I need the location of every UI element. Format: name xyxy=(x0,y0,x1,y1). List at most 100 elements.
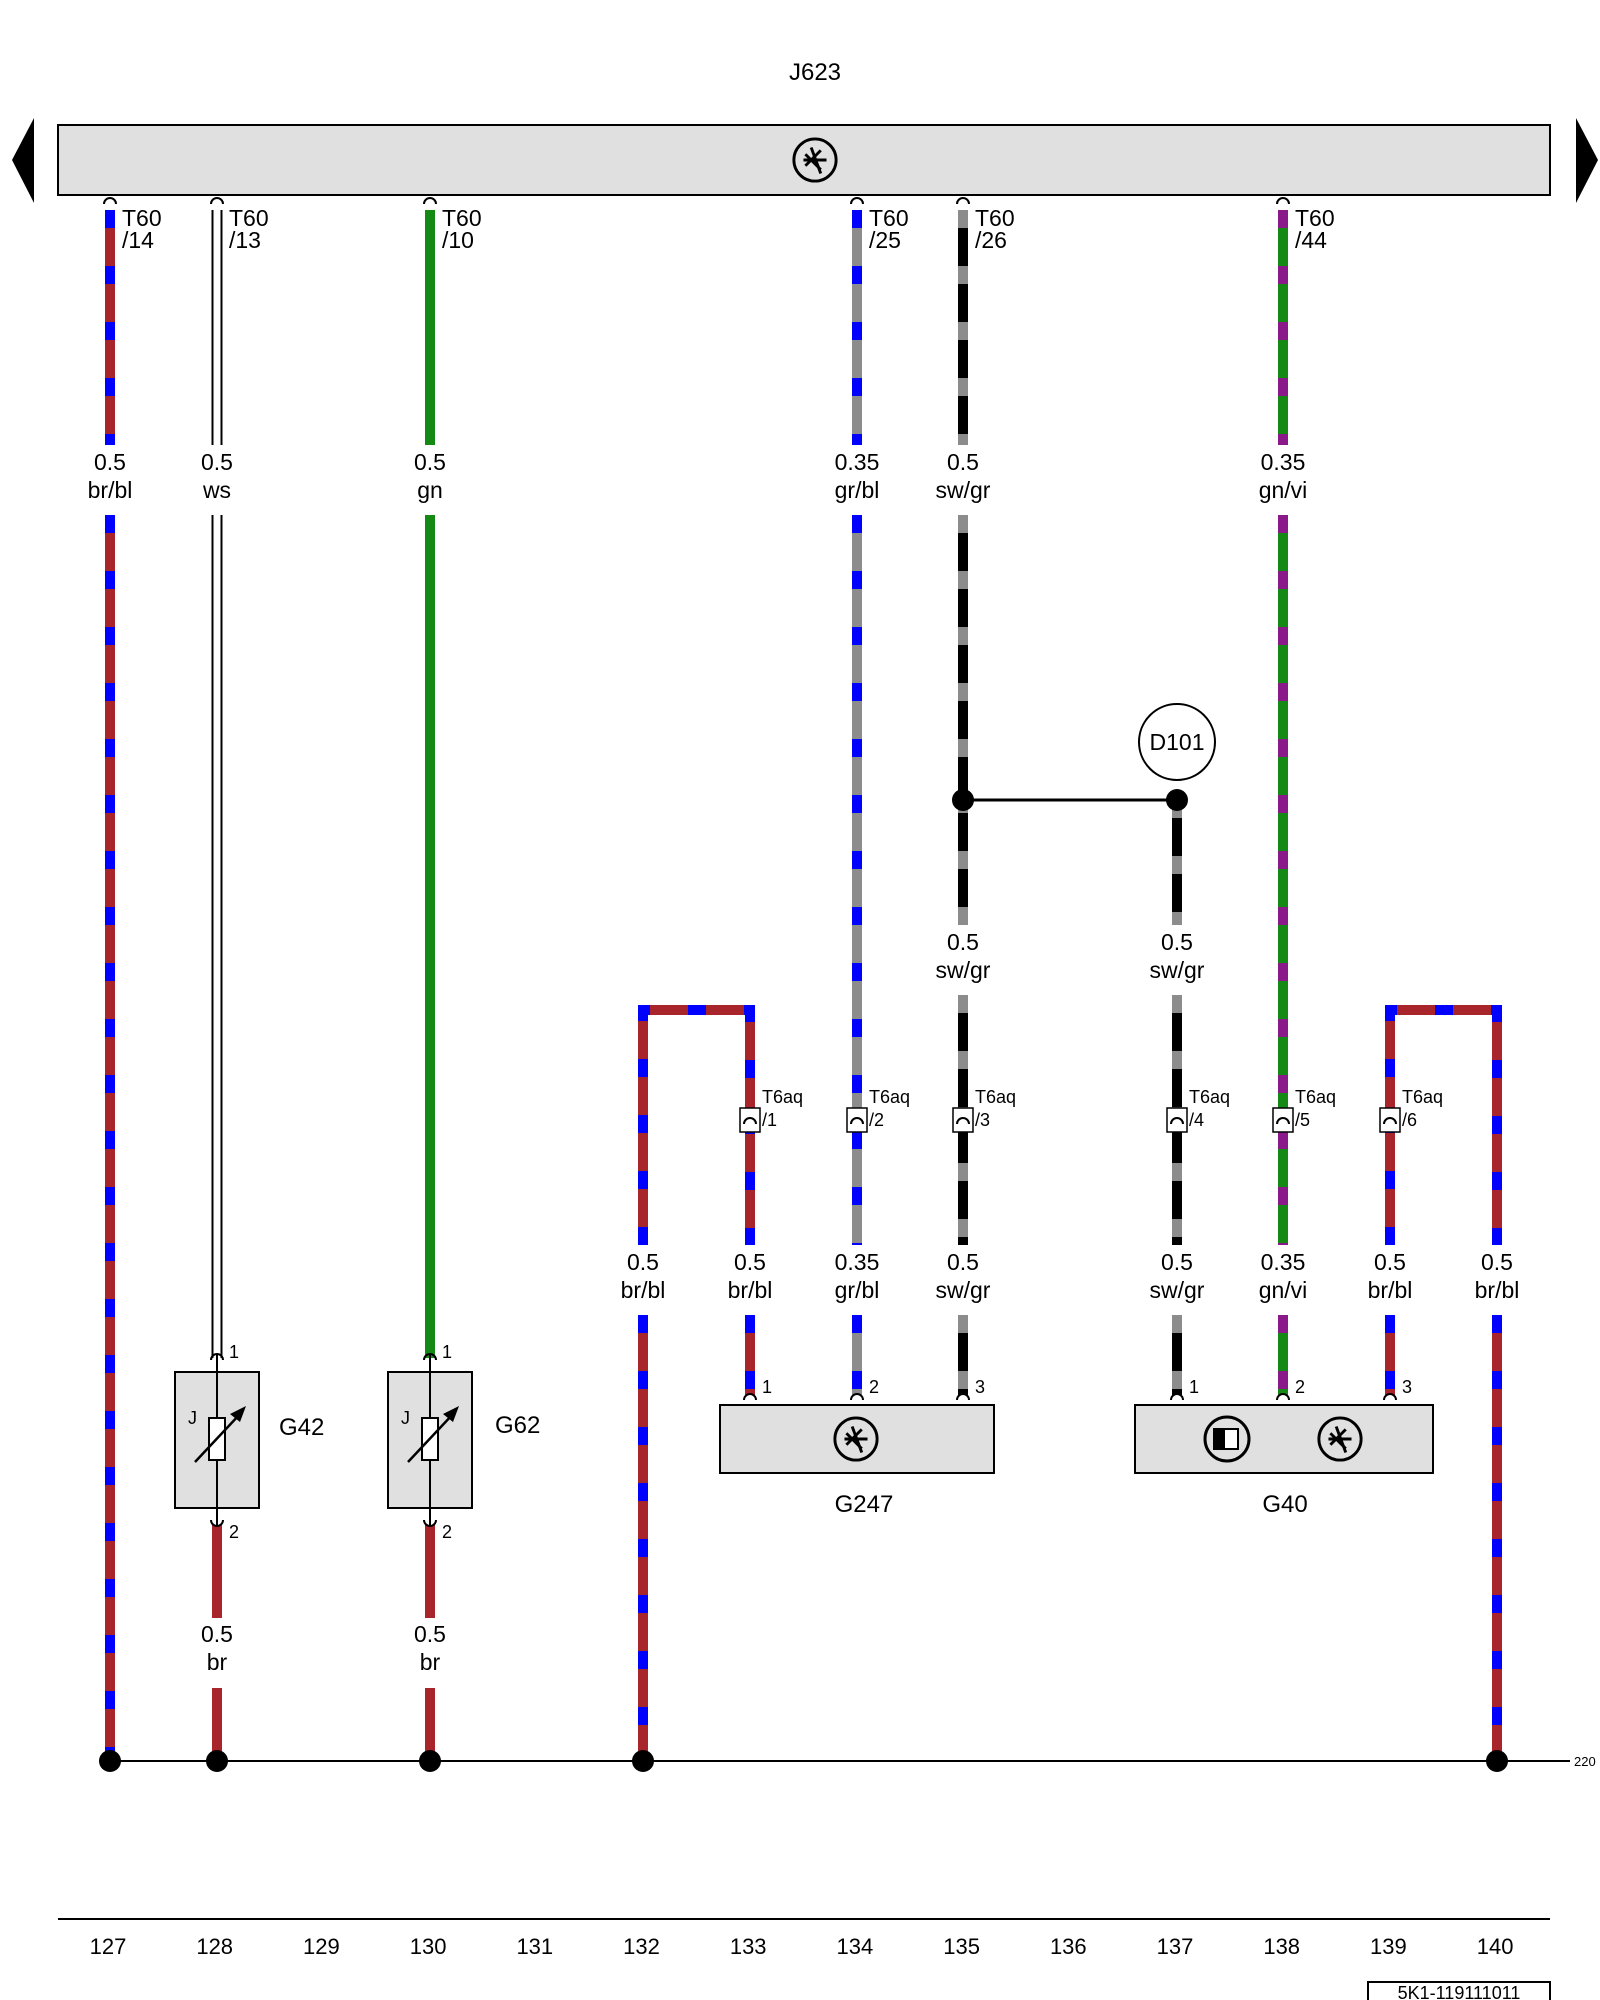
sensor-g62: J 1 2 G62 xyxy=(387,1342,540,1542)
wire-size: 0.5 xyxy=(1374,1249,1406,1275)
d101-label: D101 xyxy=(1150,729,1205,755)
ground-ref: 220 xyxy=(1574,1754,1596,1769)
ecu-pin-10-number: /10 xyxy=(442,227,474,253)
footer-column-number: 137 xyxy=(1157,1934,1194,1959)
ecu-pin-26: T60 /26 xyxy=(956,197,1015,253)
ecu-pin-13-connector: T60 xyxy=(229,205,269,231)
wire-size: 0.5 xyxy=(414,1621,446,1647)
t6aq-pin-6: T6aq /6 xyxy=(1379,1087,1443,1133)
wire-color: ws xyxy=(202,477,231,503)
ecu-pin-14-number: /14 xyxy=(122,227,154,253)
g40-pin: 3 xyxy=(1402,1377,1412,1397)
ecu-pin-13: T60 /13 xyxy=(210,197,269,253)
t6aq-pin-4: T6aq /4 xyxy=(1166,1087,1230,1133)
g42-pin-bottom: 2 xyxy=(229,1522,239,1542)
drawing-code: 5K1-119111011 xyxy=(1398,1983,1521,2000)
wire-size: 0.5 xyxy=(627,1249,659,1275)
wire-color: br xyxy=(420,1649,441,1675)
footer-column-number: 136 xyxy=(1050,1934,1087,1959)
wire-labels-mid: 0.5 sw/gr 0.5 sw/gr xyxy=(936,929,1205,983)
wire-color: sw/gr xyxy=(936,957,991,983)
g40-label: G40 xyxy=(1262,1491,1307,1518)
ecu-pin-14: T60 /14 xyxy=(103,197,162,253)
drawing-code-box xyxy=(1367,1981,1551,2000)
footer-column-number: 131 xyxy=(516,1934,553,1959)
footer-column-number: 128 xyxy=(196,1934,233,1959)
ground-dot xyxy=(419,1750,441,1772)
wire-color: sw/gr xyxy=(936,1277,991,1303)
g42-pin-top: 1 xyxy=(229,1342,239,1362)
ecu-title: J623 xyxy=(789,59,841,86)
arrow-left-icon xyxy=(12,118,34,203)
arrow-icon xyxy=(443,1406,459,1422)
g247-pin: 2 xyxy=(869,1377,879,1397)
ground-dot xyxy=(632,1750,654,1772)
wire-size: 0.35 xyxy=(1261,449,1306,475)
wire-color: sw/gr xyxy=(1150,1277,1205,1303)
ground-dot xyxy=(206,1750,228,1772)
footer-column-number: 138 xyxy=(1263,1934,1300,1959)
footer-column-number: 127 xyxy=(90,1934,127,1959)
wire-color: gr/bl xyxy=(835,477,880,503)
wire-color: gn xyxy=(417,477,443,503)
sensor-g42: J 1 2 G42 xyxy=(174,1342,324,1542)
t6aq-4-connector: T6aq xyxy=(1189,1087,1230,1107)
wire-color: gn/vi xyxy=(1259,1277,1308,1303)
t6aq-6-connector: T6aq xyxy=(1402,1087,1443,1107)
wire-size: 0.35 xyxy=(835,1249,880,1275)
wire-color: br/bl xyxy=(728,1277,773,1303)
t6aq-pin-5: T6aq /5 xyxy=(1272,1087,1336,1133)
wire-labels-lower: 0.5 br/bl 0.5 br/bl 0.35 gr/bl 0.5 sw/gr… xyxy=(201,1249,1519,1675)
t6aq-5-number: /5 xyxy=(1295,1110,1310,1130)
g40-pin: 1 xyxy=(1189,1377,1199,1397)
wire-size: 0.5 xyxy=(1161,1249,1193,1275)
t6aq-4-number: /4 xyxy=(1189,1110,1204,1130)
t6aq-2-number: /2 xyxy=(869,1110,884,1130)
g62-label: G62 xyxy=(495,1412,540,1439)
t6aq-pin-1: T6aq /1 xyxy=(739,1087,803,1133)
wire-color: gn/vi xyxy=(1259,477,1308,503)
ecu-pin-25: T60 /25 xyxy=(850,197,909,253)
t6aq-1-connector: T6aq xyxy=(762,1087,803,1107)
wire-segment xyxy=(638,1005,755,1245)
wire-size: 0.5 xyxy=(414,449,446,475)
g40-pin: 2 xyxy=(1295,1377,1305,1397)
footer-column-number: 132 xyxy=(623,1934,660,1959)
t6aq-pin-3: T6aq /3 xyxy=(952,1087,1016,1133)
ecu-pin-44-number: /44 xyxy=(1295,227,1327,253)
wire-stripe xyxy=(638,1005,755,1245)
footer-column-number: 133 xyxy=(730,1934,767,1959)
wire-size: 0.5 xyxy=(947,1249,979,1275)
ground-dot xyxy=(1486,1750,1508,1772)
ecu-pin-44-connector: T60 xyxy=(1295,205,1335,231)
ecu-pin-25-connector: T60 xyxy=(869,205,909,231)
t6aq-pin-2: T6aq /2 xyxy=(846,1087,910,1133)
g247-label: G247 xyxy=(835,1491,894,1518)
footer-column-number: 140 xyxy=(1477,1934,1514,1959)
t6aq-2-connector: T6aq xyxy=(869,1087,910,1107)
t6aq-3-connector: T6aq xyxy=(975,1087,1016,1107)
ecu-pin-10: T60 /10 xyxy=(423,197,482,253)
wire-size: 0.5 xyxy=(947,449,979,475)
wire-color: br/bl xyxy=(1368,1277,1413,1303)
wire-size: 0.5 xyxy=(734,1249,766,1275)
wire-color: sw/gr xyxy=(1150,957,1205,983)
ecu-pin-14-connector: T60 xyxy=(122,205,162,231)
wire-size: 0.5 xyxy=(94,449,126,475)
footer-column-number: 129 xyxy=(303,1934,340,1959)
junction-dot xyxy=(1166,789,1188,811)
g247-pin: 1 xyxy=(762,1377,772,1397)
t6aq-6-number: /6 xyxy=(1402,1110,1417,1130)
sensor-g40: 1 2 3 G40 xyxy=(1134,1377,1434,1518)
wire-size: 0.5 xyxy=(201,1621,233,1647)
junction-dot xyxy=(952,789,974,811)
t6aq-5-connector: T6aq xyxy=(1295,1087,1336,1107)
wire-color: br/bl xyxy=(621,1277,666,1303)
arrow-right-icon xyxy=(1576,118,1598,203)
footer-column-number: 139 xyxy=(1370,1934,1407,1959)
wire-size: 0.35 xyxy=(1261,1249,1306,1275)
t6aq-3-number: /3 xyxy=(975,1110,990,1130)
wire-color: br xyxy=(207,1649,228,1675)
